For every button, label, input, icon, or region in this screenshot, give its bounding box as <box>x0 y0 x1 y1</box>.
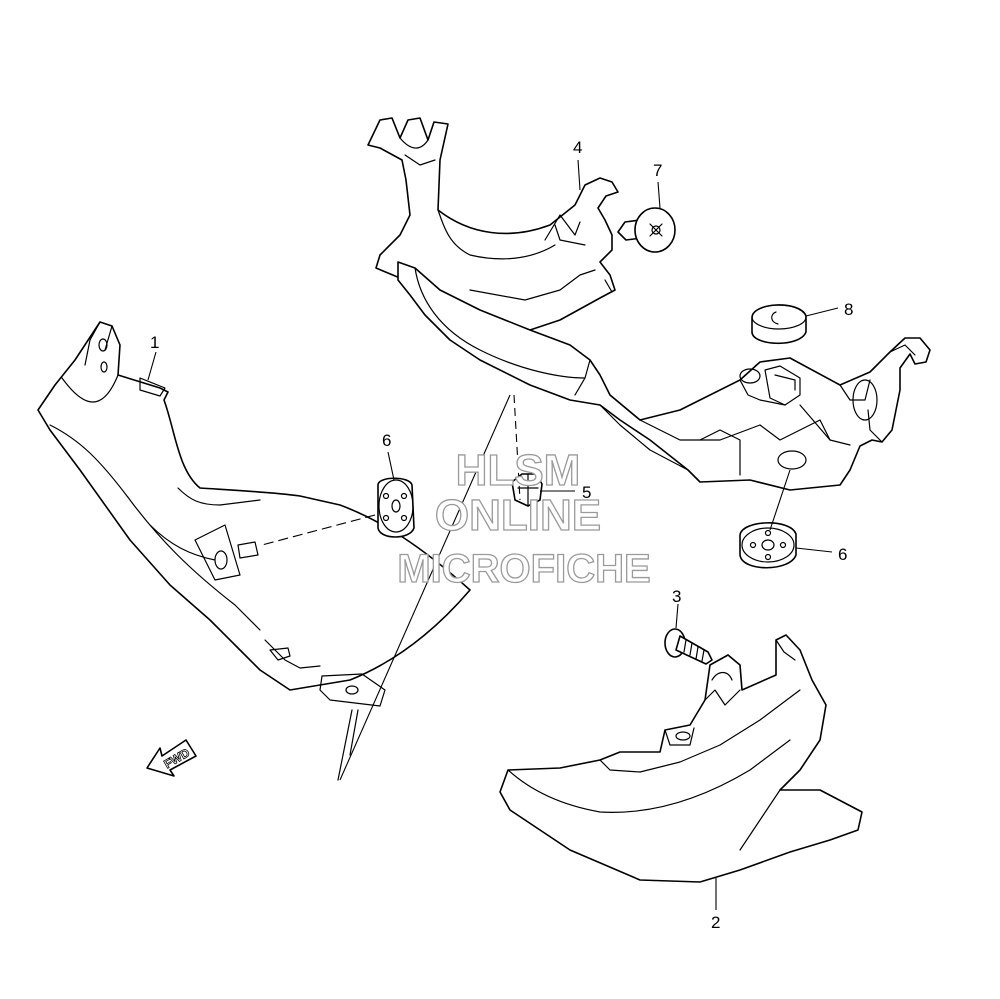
callout-7: 7 <box>653 161 662 180</box>
callout-2: 2 <box>711 913 720 932</box>
part-1-left-under-cowling[interactable] <box>37 321 471 781</box>
watermark: HLSM ONLINE MICROFICHE <box>397 445 652 591</box>
callout-5: 5 <box>582 483 591 502</box>
callout-6-right: 6 <box>838 545 847 564</box>
callout-8: 8 <box>844 300 853 319</box>
watermark-line-2: ONLINE <box>435 491 601 540</box>
watermark-line-1: HLSM <box>456 446 581 495</box>
part-7-rivet[interactable] <box>617 207 676 253</box>
part-6-damper-left[interactable] <box>377 477 415 538</box>
part-4-upper-bracket[interactable] <box>367 117 619 331</box>
leader-lines <box>147 159 839 910</box>
part-6-damper-right[interactable] <box>739 522 797 569</box>
part-8-grommet[interactable] <box>751 304 807 344</box>
part-3-screw[interactable] <box>664 628 713 665</box>
callout-4: 4 <box>573 138 582 157</box>
part-5-nut[interactable] <box>511 473 543 507</box>
callout-3: 3 <box>672 587 681 606</box>
callout-1: 1 <box>150 333 159 352</box>
callout-6-left: 6 <box>382 431 391 450</box>
fwd-arrow-icon: FWD <box>146 739 197 777</box>
main-bracket-assembly[interactable] <box>397 261 931 491</box>
part-2-right-under-cowling[interactable] <box>499 634 863 883</box>
callout-labels: 1 4 7 8 6 5 6 3 2 <box>150 138 853 932</box>
watermark-line-3: MICROFICHE <box>397 547 650 591</box>
